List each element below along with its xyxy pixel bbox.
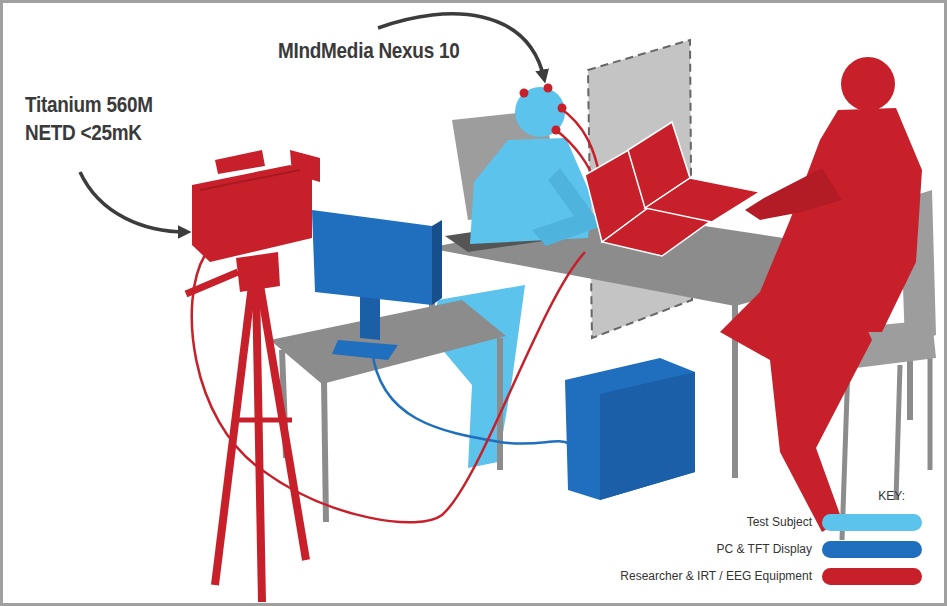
laptops [585, 122, 760, 256]
legend-swatch [822, 541, 922, 558]
thermal-camera [186, 150, 320, 602]
legend-swatch [822, 514, 922, 531]
display-cable [372, 350, 570, 444]
legend-row: Test Subject [747, 513, 922, 531]
desk-leg [324, 380, 326, 522]
subject-head [515, 87, 565, 137]
legend-row: Researcher & IRT / EEG Equipment [620, 567, 922, 585]
researcher-head [841, 57, 895, 111]
chair-leg [928, 355, 933, 470]
researcher-torso [760, 108, 922, 332]
tripod-leg [215, 285, 252, 585]
researcher-arm [745, 168, 842, 220]
callout-text: NETD <25mK [25, 120, 142, 146]
electrode [558, 104, 567, 113]
monitor-side [432, 220, 442, 305]
monitor-stand [360, 296, 380, 340]
callout-text: Titanium 560M [25, 92, 153, 118]
laptop-base [645, 178, 760, 222]
tripod-spreader [232, 418, 292, 423]
monitor-screen [312, 210, 432, 305]
researcher [720, 57, 922, 532]
legend-swatch [822, 568, 922, 585]
legend-label: Researcher & IRT / EEG Equipment [620, 569, 812, 583]
chair-leg [896, 365, 900, 500]
tower-face [600, 372, 695, 500]
test-subject [470, 84, 602, 247]
pc-tower [565, 358, 695, 500]
electrode [520, 89, 529, 98]
tripod-head [236, 252, 280, 292]
desk-top [270, 300, 506, 384]
legend-label: PC & TFT Display [716, 542, 812, 556]
camera-handle [215, 150, 265, 174]
camera-body [192, 165, 312, 262]
pan-handle [186, 272, 238, 294]
tower-body [565, 358, 695, 500]
callout-arrow [80, 172, 186, 232]
electrode [544, 84, 553, 93]
desk-leg [497, 338, 503, 470]
tripod-leg [256, 285, 262, 602]
camera-edge [200, 170, 300, 190]
electrode [552, 126, 561, 135]
camera-viewfinder [290, 150, 320, 182]
display-desk [270, 300, 506, 522]
callout-text: MIndMedia Nexus 10 [278, 38, 459, 64]
legend-label: Test Subject [747, 515, 812, 529]
tft-display [312, 210, 442, 360]
legend-row: PC & TFT Display [716, 540, 922, 558]
legend-heading: KEY: [878, 489, 905, 503]
monitor-base [332, 340, 398, 360]
